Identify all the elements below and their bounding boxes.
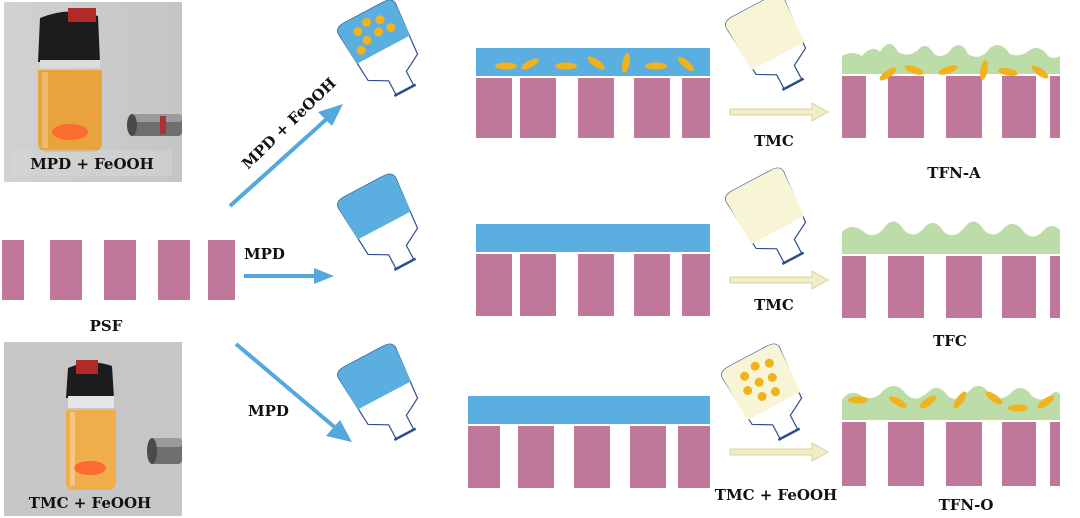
product-membrane-tfc xyxy=(842,221,1060,318)
product-membrane-tfn-o xyxy=(842,385,1060,486)
product-label-3: TFN-O xyxy=(939,496,994,514)
photo-caption-bottom: TMC + FeOOH xyxy=(29,494,151,512)
product-membrane-tfn-a xyxy=(842,44,1060,138)
laser-pointer-bottom xyxy=(147,438,182,464)
laser-pointer-top xyxy=(127,114,182,136)
flask-organic-3 xyxy=(721,343,803,441)
membrane-aqueous-3 xyxy=(468,396,710,488)
vial-bottom xyxy=(66,360,116,490)
route-tfc: MPD TMC xyxy=(244,167,1060,350)
arrow-organic-1 xyxy=(729,102,830,122)
flask-particles-3 xyxy=(740,358,780,401)
product-label-1: TFN-A xyxy=(927,164,981,182)
arrow-organic-2 xyxy=(729,270,830,290)
vial-top xyxy=(38,8,102,152)
arrow-aqueous-3 xyxy=(234,342,352,442)
arrow-label-3: MPD xyxy=(248,402,289,420)
flask-aqueous-1 xyxy=(337,0,419,97)
photo-caption-top: MPD + FeOOH xyxy=(30,155,154,173)
membrane-aqueous-1 xyxy=(476,48,710,138)
route-tfn-a: MPD + FeOOH xyxy=(228,0,1060,208)
reagent-label-3: TMC + FeOOH xyxy=(715,486,837,504)
reagent-label-1: TMC xyxy=(754,132,794,150)
product-label-2: TFC xyxy=(933,332,967,350)
psf-substrate xyxy=(2,240,235,300)
psf-label: PSF xyxy=(90,317,123,335)
reagent-label-2: TMC xyxy=(754,296,794,314)
arrow-label-2: MPD xyxy=(244,245,285,263)
flask-particles-1 xyxy=(353,15,396,55)
flask-aqueous-2 xyxy=(337,173,419,271)
route-tfn-o: MPD xyxy=(234,342,1060,514)
flask-organic-2 xyxy=(725,167,807,265)
flask-organic-1 xyxy=(725,0,807,91)
arrow-aqueous-1 xyxy=(228,104,343,208)
photo-mpd-feooh: MPD + FeOOH xyxy=(4,2,182,182)
photo-tmc-feooh: TMC + FeOOH xyxy=(4,342,182,516)
arrow-organic-3 xyxy=(729,442,830,462)
arrow-aqueous-2 xyxy=(244,268,334,284)
membrane-particles-1 xyxy=(495,53,695,73)
membrane-aqueous-2 xyxy=(476,224,710,316)
flask-aqueous-3 xyxy=(337,343,419,441)
